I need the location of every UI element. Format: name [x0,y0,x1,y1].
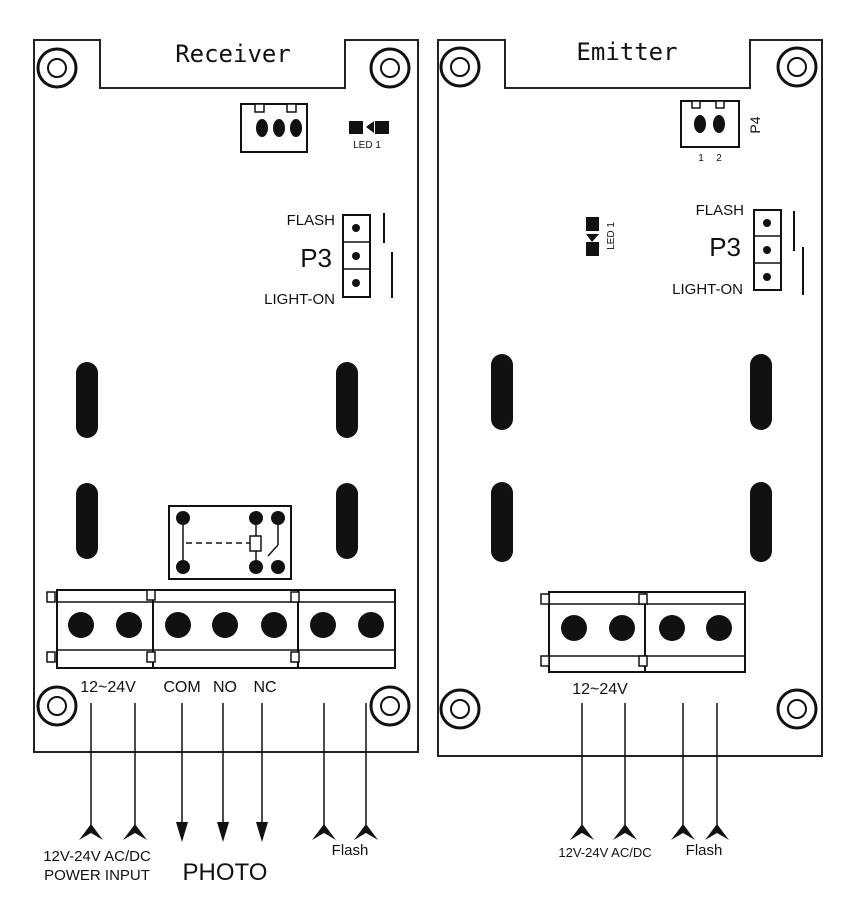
terminal-screw-icon [706,615,732,641]
led-icon [586,217,599,256]
terminal-screw-icon [358,612,384,638]
emitter-flash-label-bottom: Flash [686,842,723,859]
receiver-power-wires [79,703,147,840]
input-arrow-icon [613,824,637,840]
mounting-hole-icon [369,685,411,727]
receiver-outline [33,39,419,753]
receiver-power-label-line2: POWER INPUT [44,867,150,884]
receiver-led-label: LED 1 [353,140,381,151]
input-arrow-icon [705,824,729,840]
terminal-screw-icon [609,615,635,641]
receiver-label-no: NO [213,679,237,696]
terminal-screw-icon [68,612,94,638]
terminal-screw-icon [310,612,336,638]
receiver-flash-wires [312,703,378,840]
emitter-led-label: LED 1 [606,222,617,250]
receiver-title: Receiver [175,40,291,68]
mounting-hole-icon [439,688,481,730]
emitter-flash-wires [671,703,729,840]
emitter-title: Emitter [576,38,677,66]
emitter-p3-jumper [753,209,804,295]
terminal-screw-icon [659,615,685,641]
emitter-outline [437,39,823,757]
mounting-slot [750,482,772,562]
receiver-flash-label-bottom: Flash [332,842,369,859]
emitter-p4-connector [680,100,740,148]
mounting-slot [76,483,98,559]
emitter-p4-pin-2: 2 [716,153,722,164]
input-arrow-icon [312,824,336,840]
mounting-hole-icon [439,46,481,88]
mounting-hole-icon [369,47,411,89]
led-icon [349,121,389,134]
receiver-p3-label: P3 [300,243,332,273]
relay-icon [168,505,292,580]
receiver-3pin-connector [240,103,308,153]
emitter-board: Emitter P4 1 2 [437,38,823,757]
output-arrow-icon [176,822,188,842]
receiver-label-com: COM [163,679,200,696]
emitter-flash-label: FLASH [696,202,744,219]
emitter-p4-pin-1: 1 [698,153,704,164]
mounting-slot [491,482,513,562]
receiver-terminal-block [46,589,396,669]
receiver-photo-wires [176,703,268,842]
receiver-board: Receiver [33,39,419,753]
mounting-slot [76,362,98,438]
emitter-label-12-24v: 12~24V [572,681,628,698]
receiver-p3-jumper [342,213,393,298]
input-arrow-icon [354,824,378,840]
receiver-lighton-label: LIGHT-ON [264,291,335,308]
emitter-terminal-block [540,591,746,673]
mounting-hole-icon [36,685,78,727]
receiver-flash-label: FLASH [287,212,335,229]
input-arrow-icon [123,824,147,840]
receiver-power-label-line1: 12V-24V AC/DC [43,848,151,865]
input-arrow-icon [79,824,103,840]
mounting-slot [491,354,513,430]
terminal-screw-icon [261,612,287,638]
terminal-screw-icon [116,612,142,638]
input-arrow-icon [570,824,594,840]
mounting-hole-icon [776,688,818,730]
receiver-label-12-24v: 12~24V [80,679,136,696]
mounting-hole-icon [776,46,818,88]
receiver-label-nc: NC [253,679,276,696]
terminal-screw-icon [165,612,191,638]
output-arrow-icon [217,822,229,842]
emitter-p3-label: P3 [709,232,741,262]
output-arrow-icon [256,822,268,842]
mounting-slot [336,483,358,559]
mounting-slot [336,362,358,438]
emitter-p4-label: P4 [747,116,763,133]
receiver-photo-label: PHOTO [183,859,268,886]
terminal-screw-icon [561,615,587,641]
input-arrow-icon [671,824,695,840]
emitter-power-label: 12V-24V AC/DC [558,845,651,860]
emitter-lighton-label: LIGHT-ON [672,281,743,298]
mounting-hole-icon [36,47,78,89]
emitter-power-wires [570,703,637,840]
terminal-screw-icon [212,612,238,638]
mounting-slot [750,354,772,430]
